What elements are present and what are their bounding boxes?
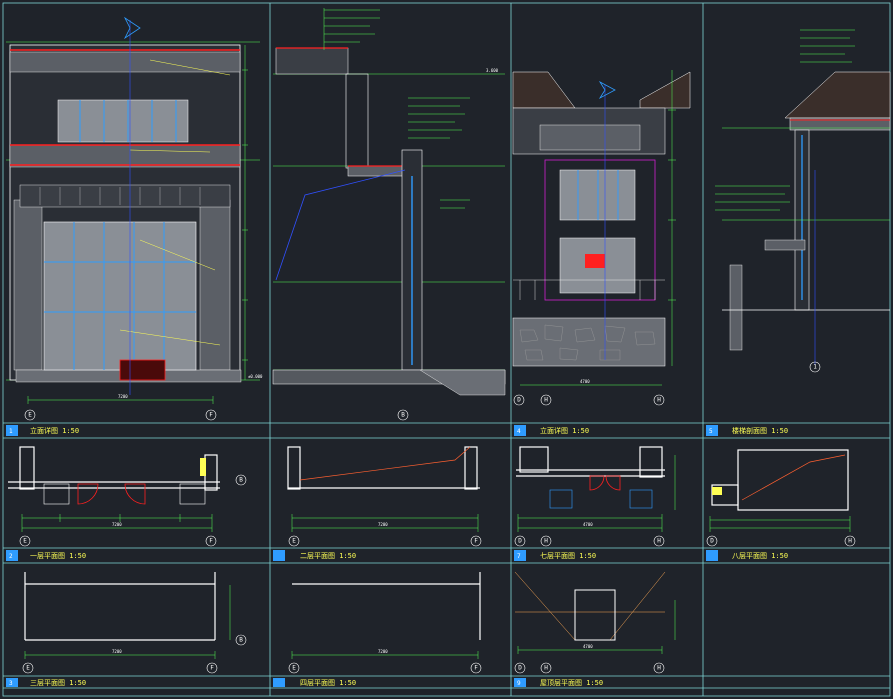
plan-drawing-6: 7200 E F xyxy=(287,446,482,547)
grid-bubble-h2: H xyxy=(657,538,661,545)
caption-title: 屋顶层平面图 1:50 xyxy=(540,679,603,687)
grid-bubble-h: H xyxy=(544,665,548,672)
plan-drawing-10: 4700 D H H xyxy=(514,571,676,674)
dim-text: 4700 xyxy=(583,644,593,649)
elevation-drawing-4: 4700 D H H xyxy=(512,70,691,406)
caption-title: 三层平面图 1:50 xyxy=(30,679,86,687)
section-drawing-3: B 3.600 xyxy=(272,8,506,421)
grid-bubble-h: H xyxy=(544,397,548,404)
caption-title: 二层平面图 1:50 xyxy=(300,552,356,560)
caption-title: 立面详图 1:50 xyxy=(30,426,79,435)
plan-drawing-8: D H xyxy=(706,449,856,547)
dim-text: 7200 xyxy=(112,649,122,654)
caption-number: 5 xyxy=(709,428,713,435)
grid-bubble-f: F xyxy=(474,665,478,672)
grid-bubble-e: E xyxy=(23,538,27,545)
grid-bubble-d: D xyxy=(710,538,714,545)
caption-row-1: 1 立面详图 1:50 4 立面详图 1:50 5 楼梯剖面图 1:50 xyxy=(6,425,788,436)
plan-drawing-2: 7200 E F B xyxy=(8,446,247,547)
grid-bubble-d: D xyxy=(517,397,521,404)
caption-title: 八层平面图 1:50 xyxy=(732,552,788,560)
grid-bubble-e: E xyxy=(28,412,32,419)
grid-bubble-b: B xyxy=(401,412,405,419)
caption-title: 立面详图 1:50 xyxy=(540,426,589,435)
plan-drawing-3: 7200 E F B xyxy=(22,572,247,674)
caption-number: 9 xyxy=(517,680,521,687)
grid-bubble-h2: H xyxy=(657,665,661,672)
caption-number: 3 xyxy=(9,680,13,687)
grid-bubble-b: B xyxy=(239,637,243,644)
grid-bubble-d: D xyxy=(518,665,522,672)
level-text: ±0.000 xyxy=(248,374,263,379)
dim-text: 4700 xyxy=(583,522,593,527)
grid-bubble-f: F xyxy=(209,412,213,419)
grid-bubble-h2: H xyxy=(657,397,661,404)
grid-bubble-1: 1 xyxy=(813,364,817,371)
plan-drawing-9: 7200 E F xyxy=(288,572,482,674)
grid-bubble-h: H xyxy=(848,538,852,545)
caption-number: 7 xyxy=(517,553,521,560)
dim-text: 7200 xyxy=(118,394,128,399)
caption-title: 四层平面图 1:50 xyxy=(300,679,356,687)
grid-bubble-f: F xyxy=(474,538,478,545)
plan-drawing-7: 4700 D H H xyxy=(514,446,676,547)
grid-bubble-e: E xyxy=(292,538,296,545)
caption-title: 七层平面图 1:50 xyxy=(540,551,596,560)
grid-bubble-f: F xyxy=(209,538,213,545)
grid-bubble-e: E xyxy=(26,665,30,672)
grid-bubble-e: E xyxy=(292,665,296,672)
caption-number: 4 xyxy=(517,428,521,435)
dim-text: 4700 xyxy=(580,379,590,384)
grid-bubble-d: D xyxy=(518,538,522,545)
caption-title: 楼梯剖面图 1:50 xyxy=(732,426,788,435)
dim-text: 7200 xyxy=(378,649,388,654)
caption-number: 1 xyxy=(9,428,13,435)
level-text: 3.600 xyxy=(486,68,499,73)
section-drawing-5: 1 xyxy=(715,29,891,373)
grid-bubble-f: F xyxy=(210,665,214,672)
caption-row-2: 2 一层平面图 1:50 二层平面图 1:50 7 七层平面图 1:50 八层平… xyxy=(6,550,788,561)
caption-number: 2 xyxy=(9,553,13,560)
grid-bubble-h: H xyxy=(544,538,548,545)
dim-text: 7200 xyxy=(112,522,122,527)
caption-row-3: 3 三层平面图 1:50 四层平面图 1:50 9 屋顶层平面图 1:50 xyxy=(6,678,603,687)
grid-bubble-b: B xyxy=(239,477,243,484)
caption-title: 一层平面图 1:50 xyxy=(30,552,86,560)
elevation-drawing-1: 7200 ±0.000 E F xyxy=(6,16,263,421)
dim-text: 7200 xyxy=(378,522,388,527)
